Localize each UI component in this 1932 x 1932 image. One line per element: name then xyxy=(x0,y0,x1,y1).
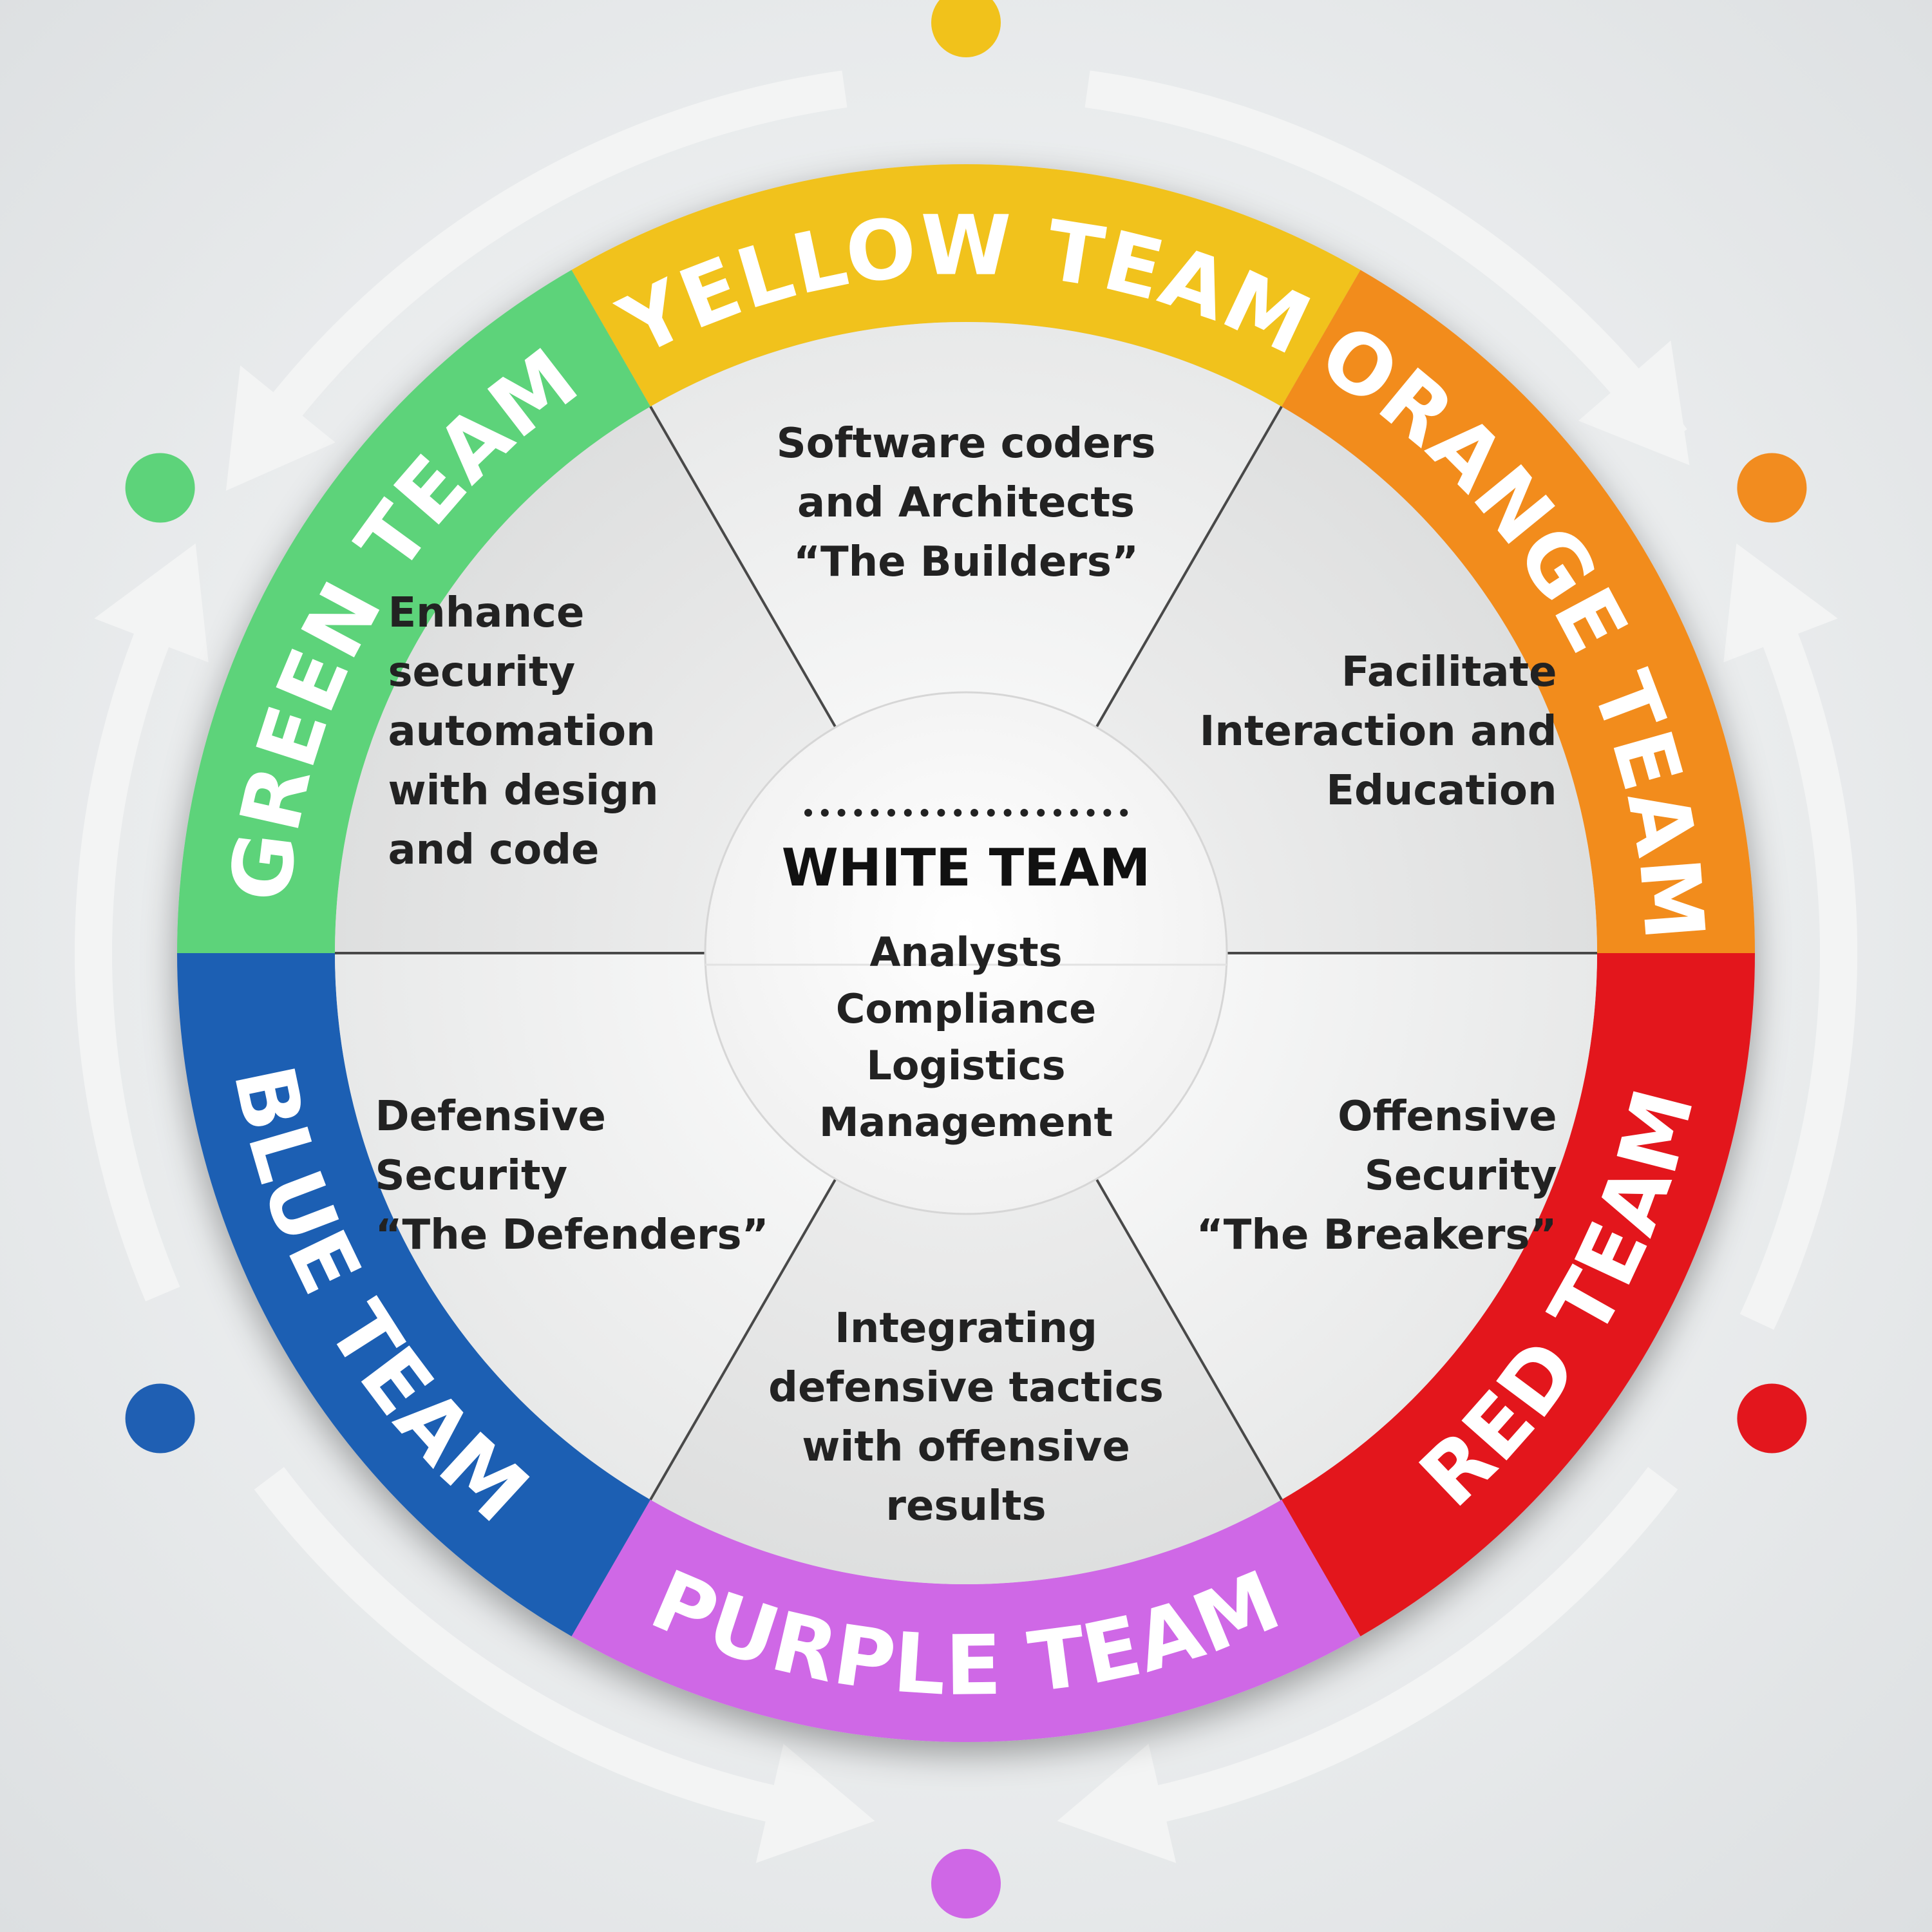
dotted-rule xyxy=(1003,809,1012,817)
blue-dot xyxy=(125,1383,195,1454)
dotted-rule xyxy=(1086,809,1095,817)
dotted-rule xyxy=(1037,809,1045,817)
green-dot xyxy=(125,453,195,523)
dotted-rule xyxy=(987,809,995,817)
yellow-dot xyxy=(931,0,1001,57)
red-dot xyxy=(1737,1383,1807,1454)
wedge-shade xyxy=(650,1179,1282,1584)
cycle-arc xyxy=(254,1466,818,1831)
red-team-segment xyxy=(1282,953,1755,1636)
white-team-hub: WHITE TEAM AnalystsComplianceLogisticsMan… xyxy=(704,691,1228,1215)
dotted-rule xyxy=(937,809,945,817)
dotted-rule xyxy=(871,809,879,817)
cycle-arc xyxy=(245,70,848,451)
dotted-rule xyxy=(820,809,829,817)
dotted-rule xyxy=(1054,809,1061,817)
dotted-rule xyxy=(954,809,962,817)
cycle-arc xyxy=(1739,576,1857,1330)
cycle-arc xyxy=(1114,1466,1678,1831)
cycle-arrowhead-icon xyxy=(94,543,209,663)
cycle-arrowhead-icon xyxy=(755,1743,875,1863)
wedge-shade xyxy=(335,406,836,953)
cycle-arrowhead-icon xyxy=(1578,340,1690,466)
wedge-shade xyxy=(1096,406,1597,953)
yellow-team-segment xyxy=(571,164,1361,407)
cycle-arrows xyxy=(75,0,1857,1918)
cycle-arrowhead-icon xyxy=(1057,1743,1177,1863)
blue-team-segment xyxy=(177,953,650,1636)
divider-line xyxy=(649,406,837,728)
white-team-role: Management xyxy=(819,1099,1113,1146)
orange-dot xyxy=(1737,453,1807,523)
purple-dot xyxy=(931,1849,1001,1918)
orange-team-segment xyxy=(1282,270,1755,953)
dotted-rule xyxy=(904,809,912,817)
dotted-rule xyxy=(1070,809,1078,817)
cycle-arrowhead-icon xyxy=(1723,543,1838,663)
dotted-rule xyxy=(854,809,862,817)
team-ring xyxy=(177,164,1755,1742)
white-team-title: WHITE TEAM xyxy=(782,838,1151,898)
green-team-segment xyxy=(177,270,650,953)
dotted-rule xyxy=(920,809,929,817)
white-team-circle xyxy=(704,691,1228,1215)
cycle-arc xyxy=(75,576,193,1302)
cycle-arrowhead-icon xyxy=(225,365,336,491)
dotted-rule xyxy=(887,809,895,817)
dotted-rule xyxy=(1120,809,1128,817)
divider-line xyxy=(1095,1178,1283,1501)
dotted-rule xyxy=(1103,809,1112,817)
purple-team-segment xyxy=(571,1499,1361,1742)
white-team-role: Logistics xyxy=(866,1042,1065,1089)
divider-line xyxy=(649,1178,837,1501)
white-team-role: Analysts xyxy=(869,929,1062,976)
cycle-arc xyxy=(1084,70,1687,451)
dotted-rule xyxy=(837,809,846,817)
dotted-rule xyxy=(971,809,978,817)
white-team-role: Compliance xyxy=(836,985,1096,1032)
dotted-rule xyxy=(1020,809,1028,817)
dotted-rule xyxy=(804,809,812,817)
divider-line xyxy=(1095,406,1283,728)
